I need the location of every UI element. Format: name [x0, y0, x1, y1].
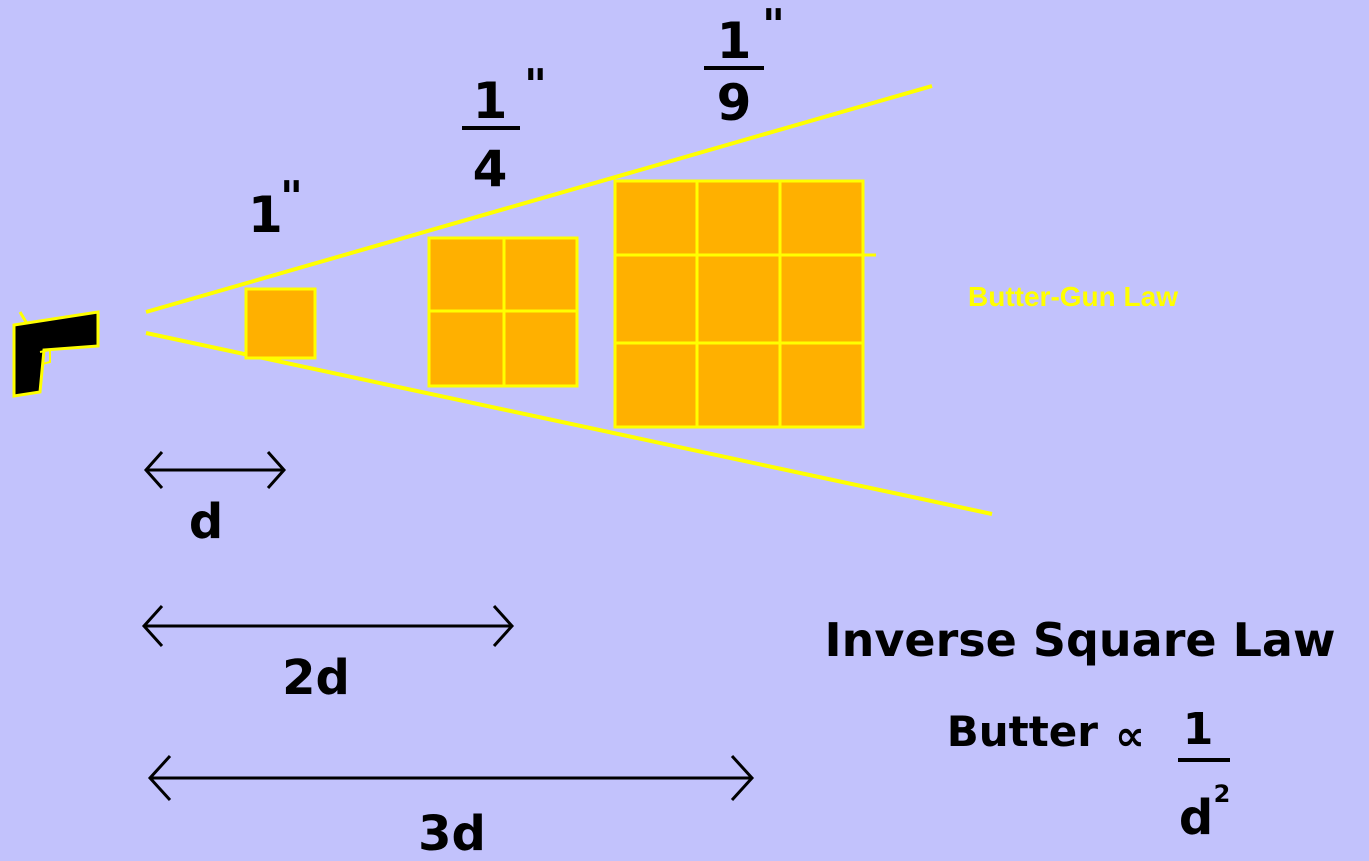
svg-text:1: 1 [717, 12, 752, 70]
svg-text:": " [524, 60, 547, 111]
formula-denominator: d [1179, 790, 1213, 846]
butter-gun-icon [12, 310, 100, 398]
distance-label-2d: 2d [282, 650, 350, 706]
butter-square-1 [244, 287, 317, 360]
formula-exponent: 2 [1214, 780, 1231, 808]
distance-arrow-3d [147, 754, 755, 802]
beam-lower-line [145, 331, 993, 516]
distance-label-d: d [189, 494, 223, 550]
beam-upper-line [145, 84, 933, 314]
svg-text:": " [762, 0, 785, 51]
distance-arrow-d [143, 451, 287, 489]
coverage-label-1: 1 " [248, 172, 303, 244]
formula-lhs: Butter [947, 707, 1099, 756]
svg-text:": " [280, 172, 303, 223]
formula-numerator: 1 [1183, 704, 1214, 755]
proportional-symbol: ∝ [1115, 711, 1145, 760]
coverage-label-2: 1 4 " [462, 60, 547, 198]
butter-square-2 [427, 236, 579, 388]
law-title: Inverse Square Law [825, 613, 1336, 667]
coverage-label-3: 1 9 " [704, 0, 785, 132]
distance-arrow-2d [141, 604, 515, 648]
svg-text:1: 1 [473, 72, 508, 130]
svg-text:9: 9 [717, 74, 752, 132]
svg-text:4: 4 [473, 140, 508, 198]
butter-square-3 [613, 179, 876, 429]
butter-gun-law-watermark: Butter-Gun Law [968, 281, 1178, 312]
svg-text:1: 1 [248, 186, 283, 244]
distance-label-3d: 3d [418, 806, 486, 861]
law-formula: Butter ∝ 1 d 2 [947, 704, 1231, 846]
